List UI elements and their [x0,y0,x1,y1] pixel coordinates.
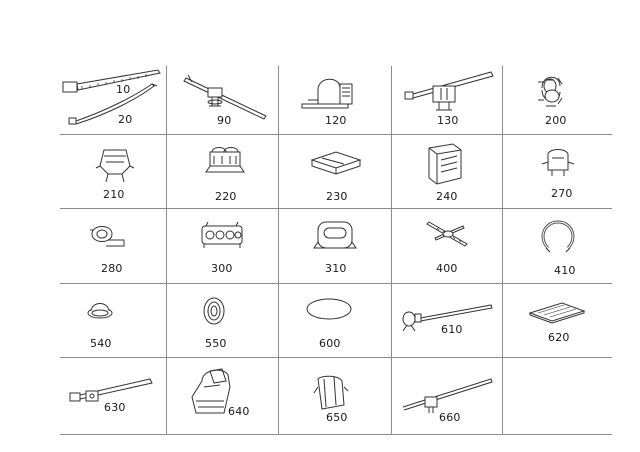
part-cell-630[interactable]: 630 [60,357,166,434]
part-code: 600 [319,337,341,350]
part-code: 540 [90,337,112,350]
part-cell-120[interactable]: 120 [278,66,391,134]
part-code: 280 [101,262,123,275]
part-cell-620[interactable]: 620 [502,283,612,357]
part-cell-550[interactable]: 550 [166,283,278,357]
part-cell-600[interactable]: 600 [278,283,391,357]
cable-tie-rivet-icon [402,304,493,332]
tube-bracket-icon [313,375,349,410]
part-cell-650[interactable]: 650 [278,357,391,434]
part-cell-90[interactable]: 90 [166,66,278,134]
cable-tie-bent-icon [68,83,158,125]
part-code: 230 [326,190,348,203]
grid-divider [60,283,612,284]
pipe-clip-icon [205,147,245,173]
part-cell-230[interactable]: 230 [278,134,391,208]
part-cell-10-20[interactable]: 10 20 [60,66,166,134]
part-cell-130[interactable]: 130 [391,66,502,134]
grid-divider [166,66,167,434]
loop-clip-icon [313,221,357,249]
part-code: 10 [116,83,131,96]
edge-clip-tie-icon [301,78,353,109]
part-cell-610[interactable]: 610 [391,283,502,357]
part-code: 20 [118,113,133,126]
part-cell-240[interactable]: 240 [391,134,502,208]
part-cell-540[interactable]: 540 [60,283,166,357]
grommet-icon [203,297,225,325]
part-cell-310[interactable]: 310 [278,208,391,283]
part-code: 650 [326,411,348,424]
grid-divider [60,434,612,435]
double-cable-clip-icon [538,76,563,107]
part-code: 630 [104,401,126,414]
cable-tie-stud-mount-icon [404,71,494,111]
box-clip-icon [428,143,462,185]
part-code: 130 [437,114,459,127]
part-code: 220 [215,190,237,203]
cable-tie-block-head-icon [62,69,161,93]
grid-divider [278,66,279,434]
dome-plug-icon [87,303,113,319]
dual-tie-mount-icon [426,221,468,247]
adhesive-pad-icon [528,302,586,324]
part-cell-280[interactable]: 280 [60,208,166,283]
multi-cable-holder-icon [201,221,243,248]
cable-tie-anchor-icon [402,378,493,413]
part-code: 200 [545,114,567,127]
part-code: 300 [211,262,233,275]
part-cell-220[interactable]: 220 [166,134,278,208]
part-code: 310 [325,262,347,275]
part-code: 270 [551,187,573,200]
grid-divider [60,357,612,358]
part-code: 400 [436,262,458,275]
part-code: 210 [103,188,125,201]
corrugated-tube-holder-icon [191,368,231,414]
part-cell-410[interactable]: 410 [502,208,612,283]
part-code: 660 [439,411,461,424]
part-code: 410 [554,264,576,277]
part-cell-270[interactable]: 270 [502,134,612,208]
part-code: 550 [205,337,227,350]
part-cell-300[interactable]: 300 [166,208,278,283]
part-cell-640[interactable]: 640 [166,357,278,434]
spring-clip-icon [95,149,135,183]
cable-tie-push-mount-icon [183,74,267,120]
part-cell-210[interactable]: 210 [60,134,166,208]
bracket-clip-icon [541,149,575,176]
part-code: 640 [228,405,250,418]
part-code: 240 [436,190,458,203]
grid-divider [391,66,392,434]
grid-divider [60,208,612,209]
part-cell-660[interactable]: 660 [391,357,502,434]
flat-edge-clip-icon [310,151,362,175]
part-code: 90 [217,114,232,127]
part-code: 620 [548,331,570,344]
p-clip-icon [90,226,125,247]
part-code: 120 [325,114,347,127]
part-code: 610 [441,323,463,336]
part-cell-400[interactable]: 400 [391,208,502,283]
grid-divider [502,66,503,434]
cable-tie-screw-mount-icon [69,378,153,402]
oval-pad-icon [306,298,352,320]
grid-divider [60,134,612,135]
ring-clip-icon [541,220,575,253]
part-cell-200[interactable]: 200 [502,66,612,134]
